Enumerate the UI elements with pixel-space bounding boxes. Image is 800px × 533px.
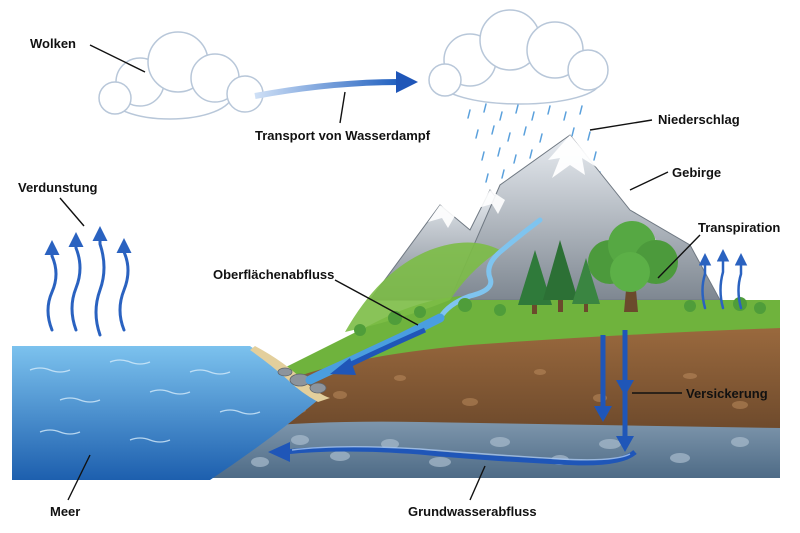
vapor-transport-arrow — [254, 79, 401, 99]
label-sea: Meer — [50, 504, 80, 519]
clouds-leader — [89, 44, 146, 73]
vapor-transport-leader — [339, 91, 346, 124]
label-infiltration: Versickerung — [686, 386, 768, 401]
transpiration-arrows — [698, 249, 748, 310]
river — [305, 313, 445, 385]
vapor-transport-arrowhead — [396, 71, 418, 93]
groundwater-flow-arrowhead — [268, 442, 290, 462]
hillside-meadow — [345, 242, 500, 332]
label-groundwater-flow: Grundwasserabfluss — [408, 504, 537, 519]
deciduous-tree — [588, 221, 678, 312]
conifer-trees — [518, 240, 600, 314]
infiltration-arrowheads — [594, 380, 634, 452]
shore-rocks — [277, 367, 327, 394]
surface-runoff-leader — [334, 279, 419, 326]
transpiration-leader — [657, 234, 701, 279]
surface-runoff-arrowhead — [330, 358, 356, 375]
label-surface-runoff: Oberflächenabfluss — [213, 267, 334, 282]
sea-waves — [29, 359, 261, 443]
label-evaporation: Verdunstung — [18, 180, 98, 195]
label-transpiration: Transpiration — [698, 220, 780, 235]
label-precipitation: Niederschlag — [658, 112, 740, 127]
soil-layer — [230, 325, 780, 430]
infiltration-arrows — [600, 330, 628, 438]
groundwater-flow-leader — [469, 465, 486, 501]
groundwater-flow-arrow — [284, 446, 637, 466]
groundwater-flow-highlight — [291, 446, 631, 461]
sea-leader — [67, 454, 91, 501]
evaporation-arrows — [44, 226, 132, 337]
left-cloud — [98, 31, 264, 120]
surface-runoff-arrow — [343, 327, 427, 370]
label-clouds: Wolken — [30, 36, 76, 51]
soil-stones — [294, 369, 748, 413]
mountains-leader — [629, 171, 669, 191]
grass-land — [280, 296, 780, 380]
evaporation-leader — [59, 197, 85, 227]
label-vapor-transport: Transport von Wasserdampf — [255, 128, 431, 143]
precipitation-leader — [589, 119, 653, 131]
sea — [12, 346, 318, 480]
groundwater-layer — [205, 419, 780, 478]
mountain-stream — [437, 217, 543, 321]
right-cloud — [428, 9, 609, 105]
label-mountains: Gebirge — [672, 165, 721, 180]
